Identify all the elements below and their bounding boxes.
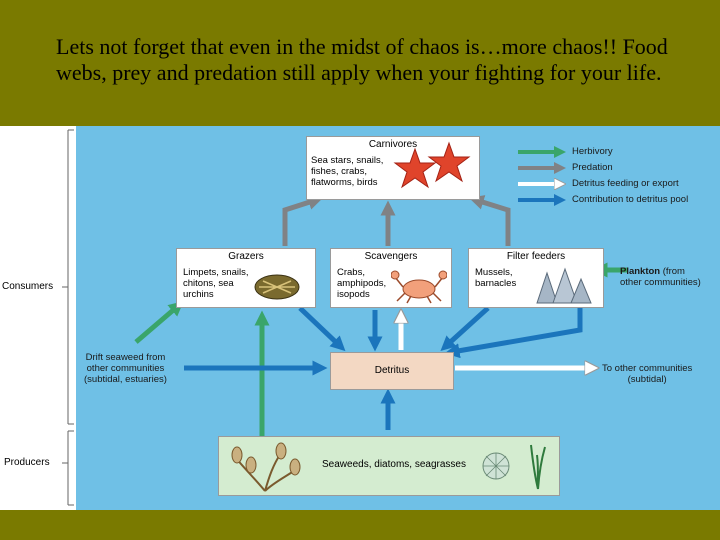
consumers-label: Consumers — [2, 281, 54, 292]
predation-arrow — [282, 195, 324, 246]
legend-herbivory-label: Herbivory — [572, 146, 613, 157]
slide-header: Lets not forget that even in the midst o… — [0, 0, 720, 126]
filter-feeders-title: Filter feeders — [506, 251, 566, 262]
carnivores-title: Carnivores — [368, 139, 418, 150]
crab-icon — [391, 270, 447, 304]
legend-predation-label: Predation — [572, 162, 613, 173]
producers-box: Seaweeds, diatoms, seagrasses — [218, 436, 560, 496]
grazers-title: Grazers — [228, 251, 264, 262]
slide-title-text: Lets not forget that even in the midst o… — [56, 34, 668, 85]
plankton-label: Plankton (from other communities) — [620, 266, 701, 288]
drift-seaweed-label: Drift seaweed from other communities (su… — [84, 352, 167, 385]
to-other-communities-label: To other communities (subtidal) — [602, 363, 693, 385]
seagrass-icon — [530, 444, 546, 490]
detritus-contribution-arrow — [444, 308, 583, 359]
detritus-title: Detritus — [374, 365, 410, 376]
carnivores-body: Sea stars, snails, fishes, crabs, flatwo… — [311, 155, 384, 188]
diatom-icon — [482, 452, 510, 480]
starfish-icon — [393, 141, 471, 189]
producers-title: Seaweeds, diatoms, seagrasses — [322, 459, 466, 470]
barnacle-icon — [536, 267, 592, 304]
plankton-source: (from other communities) — [620, 266, 701, 288]
detritus-box: Detritus — [330, 352, 454, 390]
grazers-body: Limpets, snails, chitons, sea urchins — [183, 267, 249, 300]
grazers-box: Grazers Limpets, snails, chitons, sea ur… — [176, 248, 316, 308]
predation-arrow — [468, 195, 511, 246]
plankton-title: Plankton — [620, 266, 661, 277]
scavengers-box: Scavengers Crabs, amphipods, isopods — [330, 248, 452, 308]
slide-footer — [0, 510, 720, 540]
legend-detritus-feeding-label: Detritus feeding or export — [572, 178, 679, 189]
seaweed-icon — [231, 442, 301, 492]
herbivory-arrow — [134, 301, 184, 344]
scavengers-body: Crabs, amphipods, isopods — [337, 267, 387, 300]
detritus-contribution-arrow — [440, 306, 490, 352]
legend-contribution-label: Contribution to detritus pool — [572, 194, 689, 205]
filter-feeders-body: Mussels, barnacles — [475, 267, 517, 289]
producers-label: Producers — [4, 457, 50, 468]
snail-icon — [254, 274, 300, 300]
detritus-contribution-arrow — [298, 306, 346, 352]
carnivores-box: Carnivores Sea stars, snails, fishes, cr… — [306, 136, 480, 200]
scavengers-title: Scavengers — [364, 251, 418, 262]
filter-feeders-box: Filter feeders Mussels, barnacles — [468, 248, 604, 308]
